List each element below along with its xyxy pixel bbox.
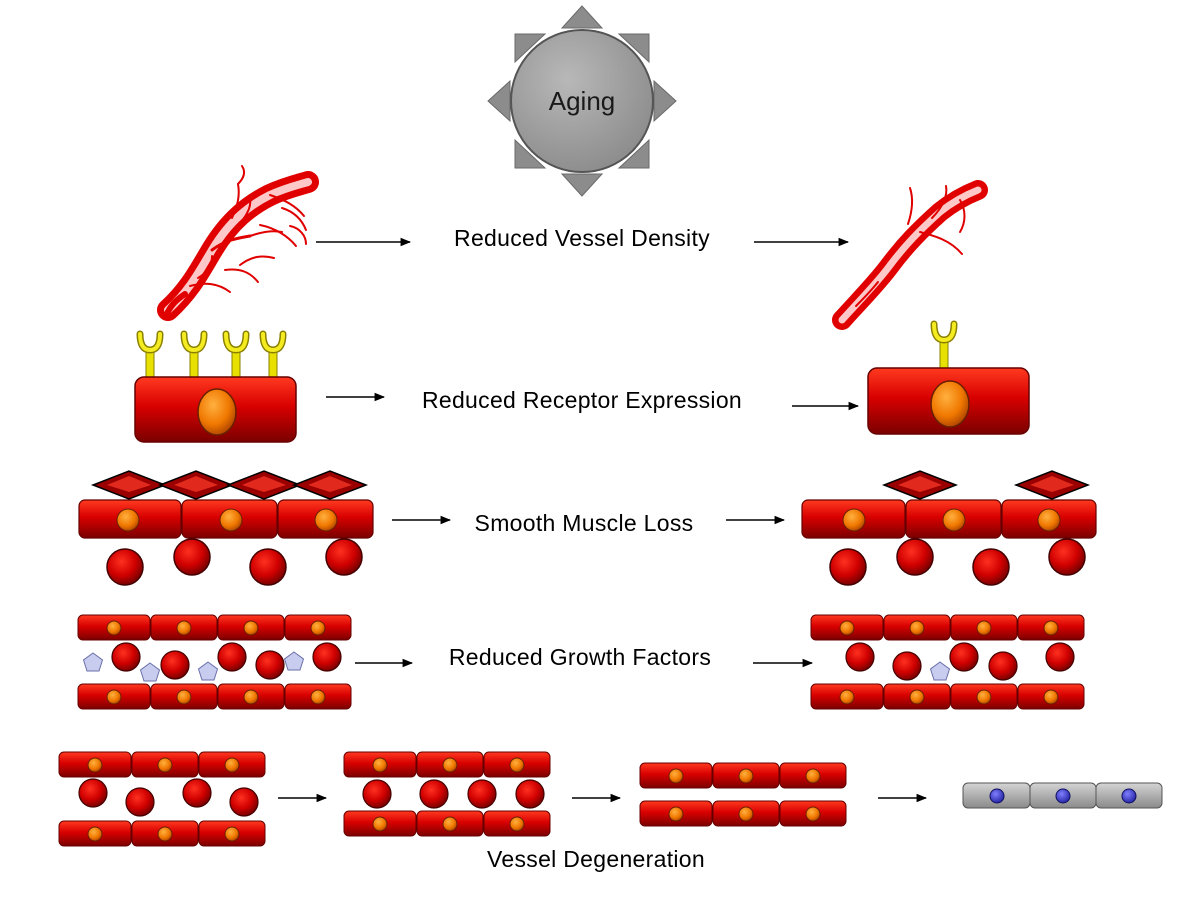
row-receptor-expression: Reduced Receptor Expression <box>134 324 1030 443</box>
pericyte-icon <box>111 642 141 672</box>
smooth-muscle-cell-icon <box>92 470 166 500</box>
pericyte-icon <box>829 548 867 586</box>
receptor-icon <box>140 334 160 378</box>
growth-factor-icon <box>198 661 218 681</box>
pericyte-icon <box>845 642 875 672</box>
degeneration-stage-2 <box>343 751 551 837</box>
receptor-icon <box>184 334 204 378</box>
receptor-icon <box>934 324 954 368</box>
pericyte-icon <box>106 548 144 586</box>
pericyte-icon <box>182 778 212 808</box>
row-vessel-degeneration: Vessel Degeneration <box>58 751 1163 872</box>
smooth-muscle-cell-icon <box>159 470 233 500</box>
smooth-muscle-before <box>78 470 374 586</box>
pericyte-icon <box>515 779 545 809</box>
pericyte-icon <box>419 779 449 809</box>
pericyte-icon <box>896 538 934 576</box>
vessel-before <box>157 165 319 321</box>
degeneration-stage-3 <box>639 762 847 827</box>
degeneration-stage-4 <box>962 782 1163 809</box>
pericyte-icon <box>217 642 247 672</box>
pericyte-icon <box>255 650 285 680</box>
label-reduced-growth-factors: Reduced Growth Factors <box>449 644 711 670</box>
smooth-muscle-cell-icon <box>227 470 301 500</box>
aging-label: Aging <box>549 86 616 116</box>
pericyte-icon <box>988 651 1018 681</box>
pericyte-icon <box>312 642 342 672</box>
growth-factor-icon <box>83 652 103 672</box>
receptor-icon <box>263 334 283 378</box>
label-reduced-vessel-density: Reduced Vessel Density <box>454 225 710 251</box>
row-growth-factors: Reduced Growth Factors <box>77 614 1085 710</box>
pericyte-icon <box>125 787 155 817</box>
label-vessel-degeneration: Vessel Degeneration <box>487 846 705 872</box>
pericyte-icon <box>949 642 979 672</box>
sun-disc <box>510 29 654 173</box>
pericyte-icon <box>1048 538 1086 576</box>
pericyte-icon <box>249 548 287 586</box>
smooth-muscle-cell-icon <box>293 470 367 500</box>
smooth-muscle-cell-icon <box>1015 470 1089 500</box>
pericyte-icon <box>892 651 922 681</box>
receptor-cell-before <box>134 334 297 443</box>
degeneration-stage-1 <box>58 751 266 847</box>
pericyte-icon <box>78 778 108 808</box>
receptor-cell-after <box>867 324 1030 435</box>
vessel-after <box>832 180 988 330</box>
smooth-muscle-after <box>801 470 1097 586</box>
sun-rays <box>487 5 677 197</box>
pericyte-icon <box>362 779 392 809</box>
pericyte-icon <box>467 779 497 809</box>
smooth-muscle-cell-icon <box>883 470 957 500</box>
growth-vessel-before <box>77 614 352 710</box>
label-reduced-receptor-expression: Reduced Receptor Expression <box>422 387 742 413</box>
aging-sun-badge: Aging <box>487 5 677 197</box>
pericyte-icon <box>229 787 259 817</box>
label-smooth-muscle-loss: Smooth Muscle Loss <box>475 510 694 536</box>
pericyte-icon <box>972 548 1010 586</box>
receptor-icon <box>226 334 246 378</box>
pericyte-icon <box>325 538 363 576</box>
pericyte-icon <box>1045 642 1075 672</box>
growth-factor-icon <box>140 662 160 682</box>
growth-vessel-after <box>810 614 1085 710</box>
row-smooth-muscle-loss: Smooth Muscle Loss <box>78 470 1097 586</box>
row-vessel-density: Reduced Vessel Density <box>157 165 988 330</box>
pericyte-icon <box>160 650 190 680</box>
growth-factor-icon <box>284 651 304 671</box>
growth-factor-icon <box>930 661 950 681</box>
pericyte-icon <box>173 538 211 576</box>
